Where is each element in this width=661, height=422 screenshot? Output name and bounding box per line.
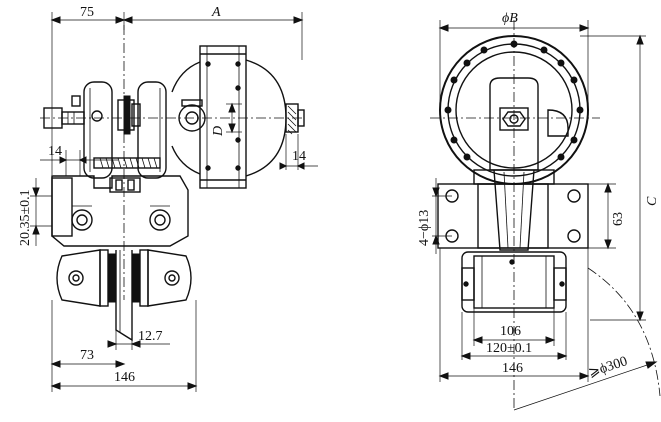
- mounting-plate: [437, 183, 589, 249]
- dim-top: [50, 12, 304, 175]
- end-fitting-right: [285, 103, 305, 135]
- dim-120-label: 120±0.1: [486, 341, 532, 356]
- dim-a-label: A: [211, 5, 221, 20]
- dim-phi-b-label: ϕB: [502, 11, 518, 26]
- dim-20-35-label: 20.35±0.1: [18, 189, 33, 246]
- dim-d-label: D: [211, 126, 226, 137]
- dim-bottom-right: [438, 248, 590, 382]
- rod-eye: [178, 99, 206, 132]
- dim-disc-label: ⩾ϕ300: [587, 354, 630, 381]
- spring-block: [117, 95, 141, 135]
- dim-20-35: [30, 178, 52, 246]
- brake-arm-right: [137, 81, 167, 179]
- dim-bottom: [50, 300, 198, 392]
- dim-c-label: C: [645, 196, 660, 206]
- dim-14-left: [40, 150, 118, 176]
- dim-disc: [513, 361, 658, 411]
- dim-14-right: [279, 134, 318, 170]
- dim-73-label: 73: [80, 348, 94, 363]
- brake-shoes: [56, 249, 192, 307]
- base-frame: [51, 175, 189, 247]
- dim-106-label: 106: [500, 324, 521, 339]
- spring: [93, 157, 161, 169]
- dim-d: [226, 102, 242, 134]
- dim-14-right-label: 14: [292, 149, 306, 164]
- dim-holes: [432, 178, 452, 254]
- dim-75-label: 75: [80, 5, 94, 20]
- dim-14-left-label: 14: [48, 144, 62, 159]
- disc-arc: [587, 267, 661, 397]
- thruster-body: [171, 45, 287, 189]
- clevis: [489, 77, 569, 171]
- dim-12-7-label: 12.7: [138, 329, 163, 344]
- dim-146-left-label: 146: [114, 370, 135, 385]
- dim-63: [588, 182, 616, 250]
- brake-arm-left: [83, 81, 113, 179]
- brake-disc: [115, 250, 133, 342]
- caliper-body: [461, 251, 567, 313]
- right-view: ϕB: [417, 11, 661, 411]
- dim-63-label: 63: [611, 212, 626, 226]
- dim-c: [580, 34, 646, 322]
- left-view: 75 A: [18, 5, 318, 392]
- adjust-rod-left: [43, 95, 85, 129]
- dim-146-right-label: 146: [502, 361, 523, 376]
- thruster-flange: [439, 35, 589, 185]
- dim-holes-label: 4−ϕ13: [417, 210, 432, 246]
